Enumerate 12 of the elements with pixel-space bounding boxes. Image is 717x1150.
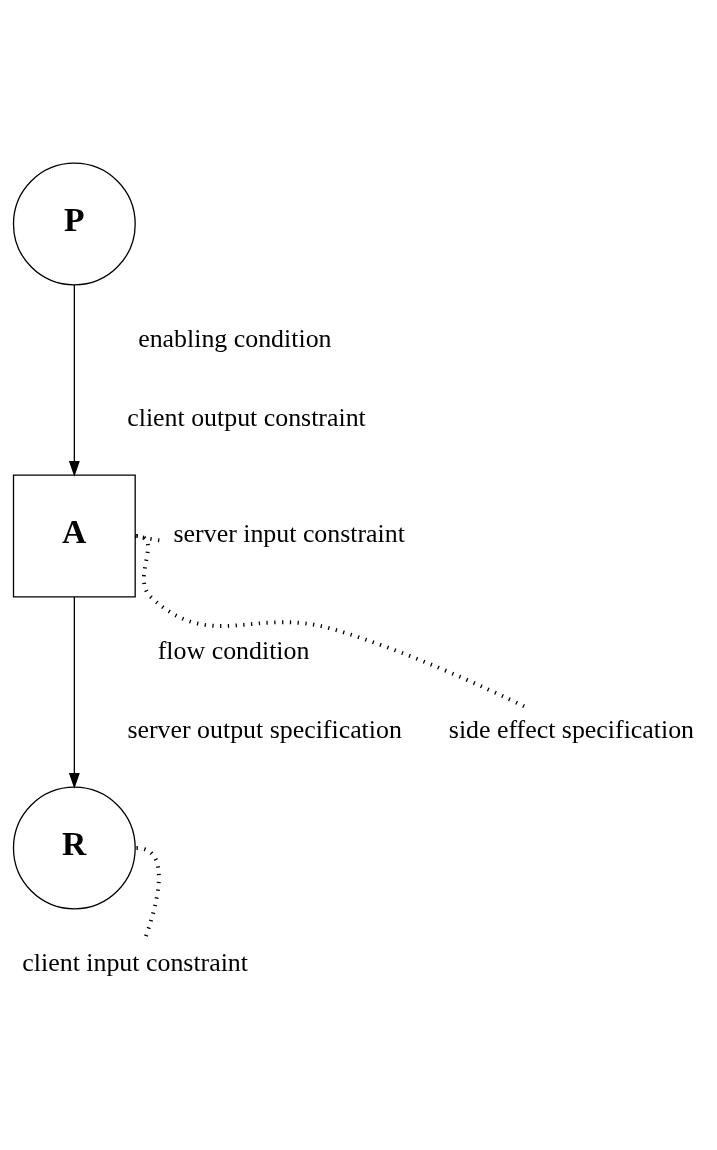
node-circle: R	[12, 786, 136, 909]
label: enabling condition	[138, 323, 332, 353]
arrow	[68, 595, 80, 789]
label: server output specification	[127, 714, 402, 744]
node-circle: P	[12, 162, 136, 285]
node-text: server input constraint	[173, 518, 405, 548]
label: client output constraint	[127, 402, 366, 432]
arrow	[68, 283, 80, 477]
node-text: client input constraint	[22, 947, 249, 977]
label: flow condition	[157, 635, 310, 665]
node-text: side effect specification	[448, 714, 695, 744]
node-box: A	[12, 474, 136, 597]
